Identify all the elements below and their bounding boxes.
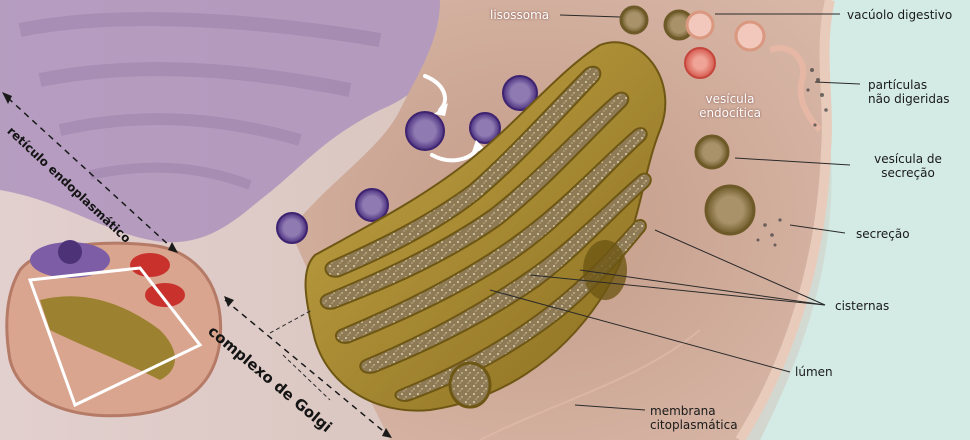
extracellular-space: [760, 0, 970, 440]
label-membrana-citoplasmatica: membrana citoplasmática: [650, 404, 770, 432]
label-vesicula-secrecao-line2: secreção: [881, 166, 935, 180]
secretory-vesicles: [619, 5, 823, 236]
label-membrana-line2: citoplasmática: [650, 418, 738, 432]
label-vesicula-endocitica-line1: vesícula: [705, 92, 755, 106]
label-vacuolo-digestivo: vacúolo digestivo: [847, 8, 953, 22]
label-lumen: lúmen: [795, 365, 833, 379]
label-particulas-line2: não digeridas: [868, 92, 950, 106]
plasma-membrane: [735, 0, 835, 440]
label-vesicula-endocitica-line2: endocítica: [699, 106, 761, 120]
dashed-pointers: [7, 97, 389, 436]
transport-vesicles: [276, 75, 538, 244]
leader-lines: [269, 13, 861, 411]
label-particulas-line1: partículas: [868, 78, 928, 92]
label-membrana-line1: membrana: [650, 404, 716, 418]
label-lisossoma: lisossoma: [490, 8, 550, 22]
cell-inset: [5, 240, 223, 418]
golgi-stack: [304, 41, 667, 412]
label-cisternas: cisternas: [835, 299, 890, 313]
particles: [756, 68, 828, 247]
label-vesicula-secrecao: vesícula de secreção: [858, 152, 958, 180]
label-vesicula-secrecao-line1: vesícula de: [874, 152, 942, 166]
label-vesicula-endocitica: vesícula endocítica: [690, 92, 770, 120]
label-particulas-nao-digeridas: partículas não digeridas: [868, 78, 968, 106]
label-secrecao: secreção: [856, 227, 910, 241]
endoplasmic-reticulum-shape: [0, 0, 451, 243]
